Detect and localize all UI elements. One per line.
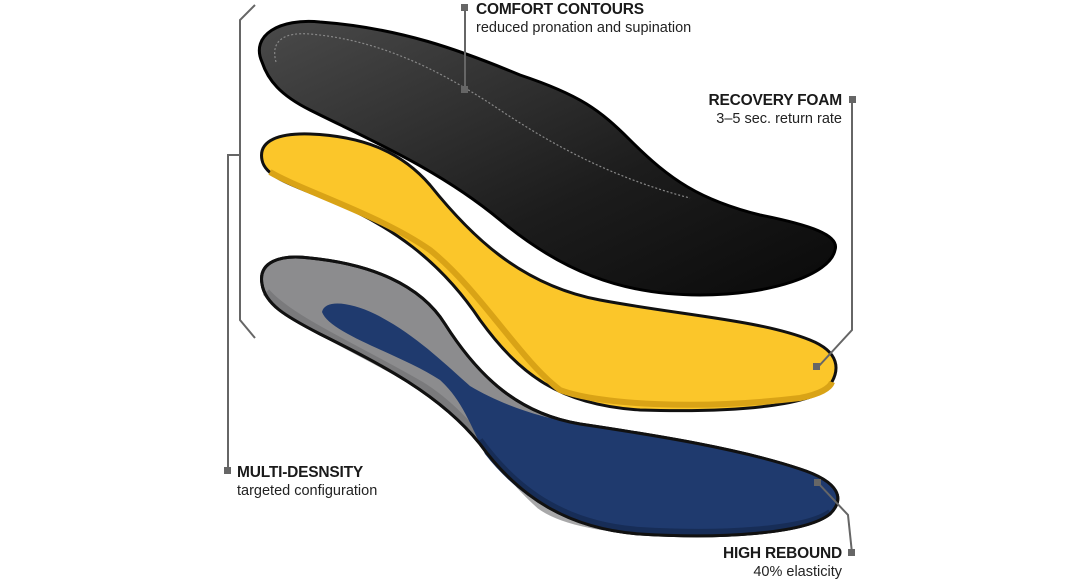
blue-core	[322, 303, 838, 536]
label-recovery-foam: RECOVERY FOAM 3–5 sec. return rate	[708, 91, 843, 129]
bracket-top-layers	[239, 4, 256, 339]
label-subtitle: reduced pronation and supination	[476, 20, 692, 37]
label-title: COMFORT CONTOURS	[476, 1, 644, 18]
label-title: MULTI-DESNSITY	[237, 464, 364, 481]
top-insole-layer	[257, 19, 837, 297]
leader-recovery	[817, 100, 853, 368]
contour-stitch-line	[274, 33, 691, 199]
label-multi-density: MULTI-DESNSITY targeted configuration	[237, 463, 377, 501]
leader-lines	[227, 4, 853, 554]
leader-markers	[224, 4, 856, 556]
label-subtitle: 3–5 sec. return rate	[716, 111, 842, 128]
bottom-insole-layer	[260, 255, 840, 538]
label-comfort-contours: COMFORT CONTOURS reduced pronation and s…	[476, 0, 691, 38]
label-title: RECOVERY FOAM	[708, 92, 843, 109]
label-high-rebound: HIGH REBOUND 40% elasticity	[723, 544, 842, 582]
leader-rebound	[817, 482, 853, 554]
middle-insole-layer	[260, 132, 838, 413]
leader-multi-density	[227, 154, 240, 470]
label-title: HIGH REBOUND	[722, 545, 842, 562]
label-subtitle: 40% elasticity	[753, 564, 842, 581]
label-subtitle: targeted configuration	[237, 483, 378, 500]
